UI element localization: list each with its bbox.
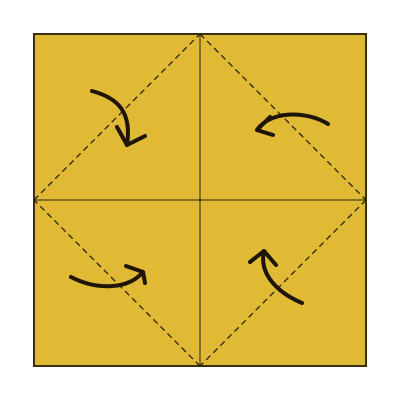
fold-arrow-bottom-left-icon [69, 264, 147, 289]
fold-line-top-right [199, 33, 367, 201]
fold-arrow-top-left-icon [90, 89, 147, 147]
fold-line-top-left [33, 33, 201, 201]
fold-arrow-bottom-right-icon [248, 249, 304, 305]
fold-arrow-top-right-icon [255, 112, 330, 137]
fold-line-bottom-right [199, 199, 367, 367]
fold-line-bottom-left [33, 199, 201, 367]
